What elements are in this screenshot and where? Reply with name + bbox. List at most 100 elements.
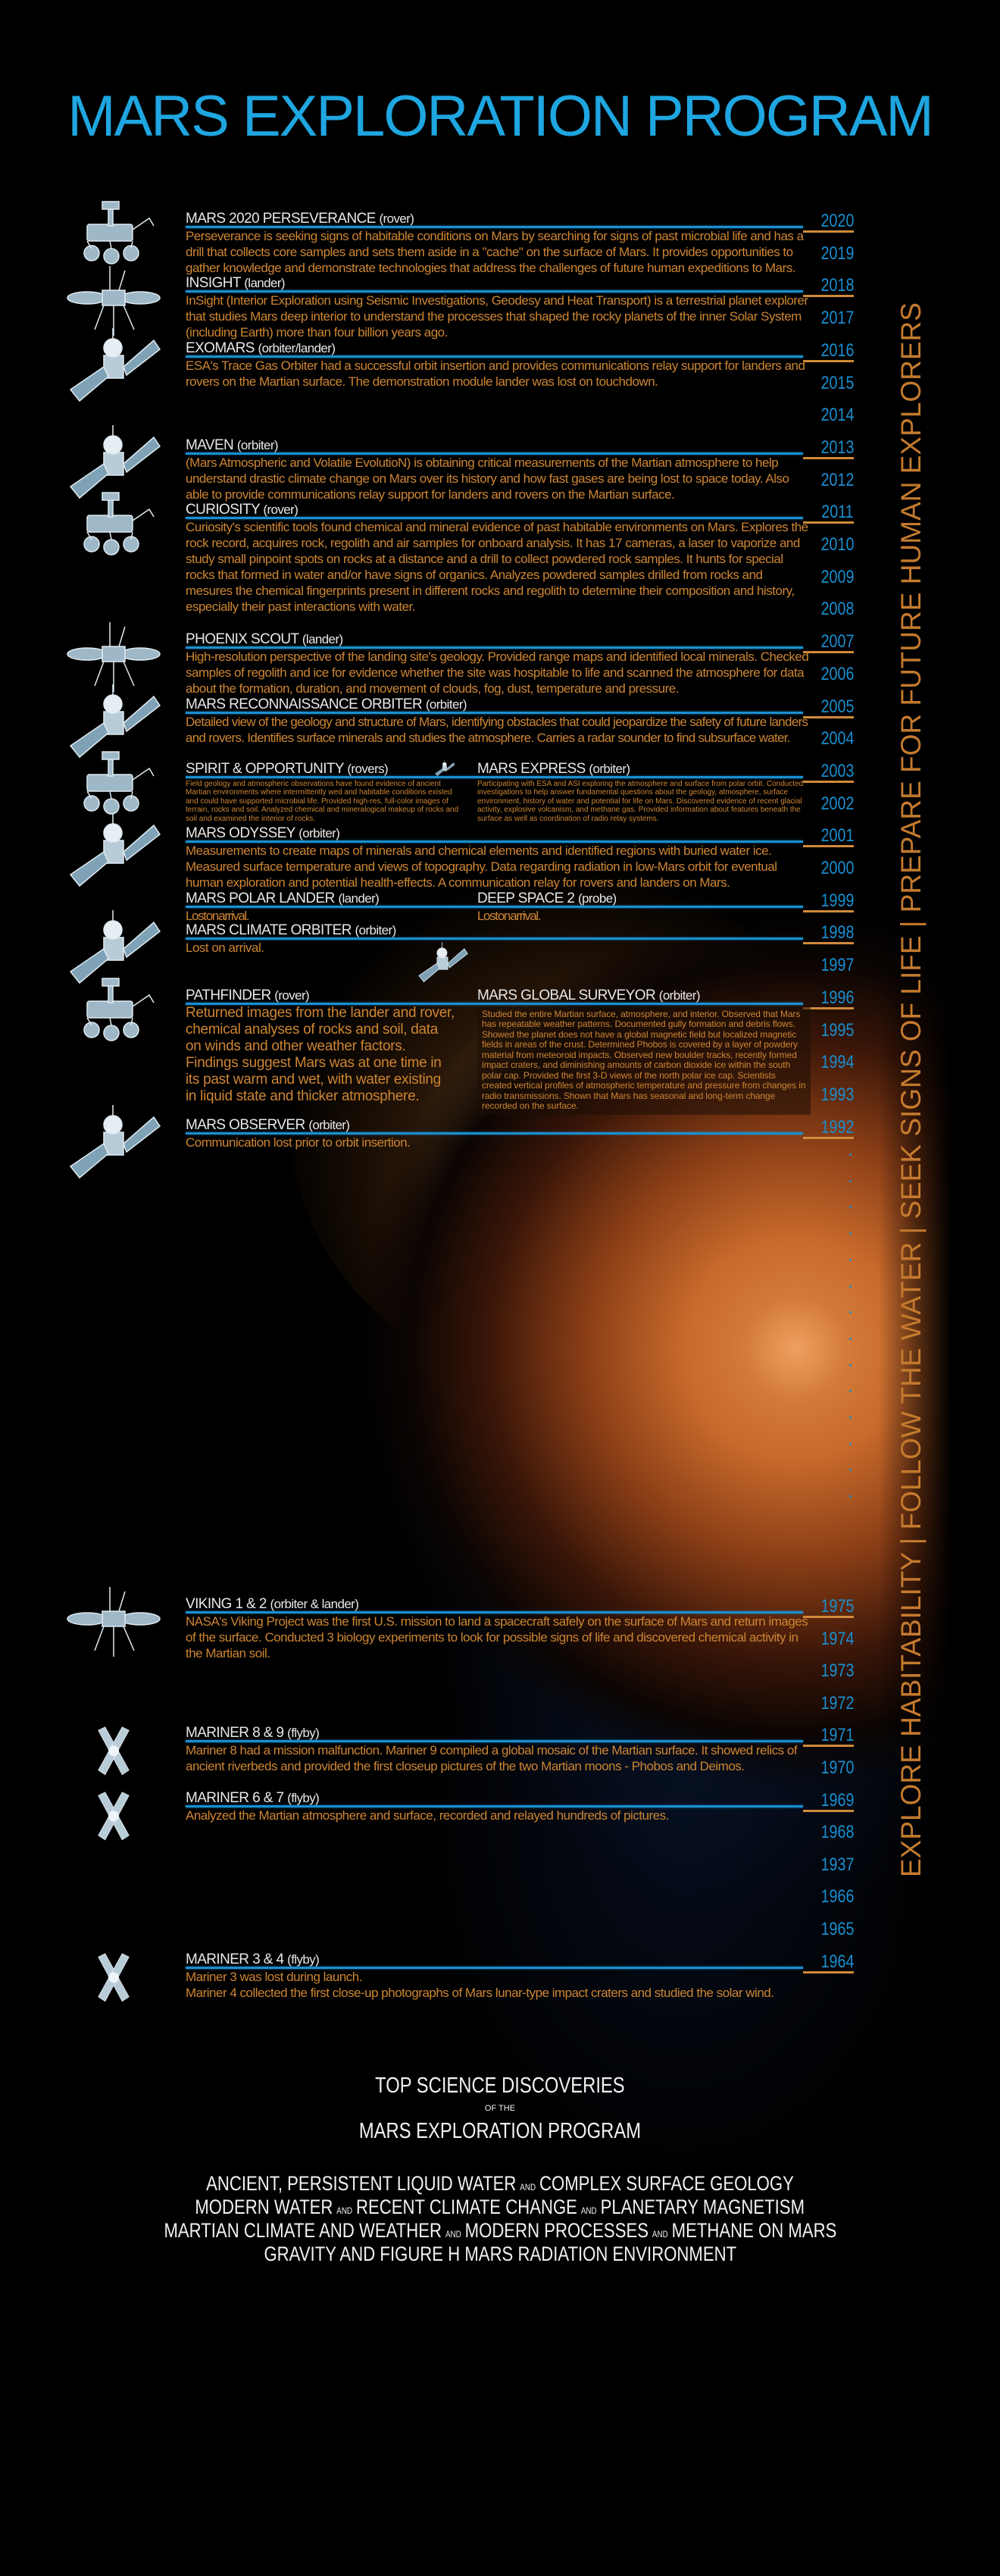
year-label: 2009 — [803, 568, 854, 587]
mission-description: Detailed view of the geology and structu… — [186, 714, 808, 745]
mission-entry: MARINER 6 & 7 (flyby)Analyzed the Martia… — [186, 1789, 811, 1823]
year-text: 1972 — [820, 1692, 854, 1714]
flyby-spacecraft-icon — [77, 1946, 151, 2009]
year-label: 2008 — [803, 600, 854, 618]
timeline-dot — [849, 1469, 852, 1472]
mission-heading: CURIOSITY (rover) — [186, 502, 811, 519]
mission-heading: DEEP SPACE 2 (probe) — [477, 891, 814, 908]
year-text: 1974 — [820, 1628, 854, 1649]
timeline-rule — [186, 1002, 803, 1005]
mission-name: INSIGHT — [186, 275, 241, 292]
mission-type: (orbiter & lander) — [270, 1597, 359, 1611]
mission-type: (lander) — [244, 276, 285, 291]
year-label: 2016 — [803, 340, 854, 362]
lander-spacecraft-icon — [64, 260, 163, 343]
year-text: 1994 — [820, 1052, 854, 1073]
year-label: 1995 — [803, 1021, 854, 1040]
year-label: 2002 — [803, 793, 854, 814]
mission-heading: PHOENIX SCOUT (lander) — [186, 631, 811, 649]
timeline-rule — [186, 1611, 803, 1614]
mission-heading: MARS CLIMATE ORBITER (orbiter) — [186, 923, 580, 940]
orbiter-spacecraft-icon — [64, 1102, 163, 1185]
mission-type: (orbiter) — [425, 696, 467, 712]
mission-description: Curiosity's scientific tools found chemi… — [186, 520, 808, 615]
year-label: 2018 — [803, 275, 854, 298]
year-label: 2004 — [803, 730, 854, 748]
year-text: 2011 — [821, 502, 854, 523]
year-label: 2001 — [803, 825, 854, 848]
mission-description: NASA's Viking Project was the first U.S.… — [186, 1614, 808, 1660]
discovery-line-text: GRAVITY AND FIGURE H MARS RADIATION ENVI… — [264, 2243, 736, 2265]
discoveries-program: MARS EXPLORATION PROGRAM — [0, 2119, 1000, 2143]
timeline-rule — [186, 290, 803, 293]
discoveries-title-text: TOP SCIENCE DISCOVERIES — [375, 2074, 625, 2098]
mission-description: Lost on arrival. — [186, 941, 264, 956]
year-text: 1965 — [820, 1919, 854, 1939]
year-label: 2005 — [803, 697, 854, 718]
mission-entry: EXOMARS (orbiter/lander)ESA's Trace Gas … — [186, 341, 811, 390]
mission-type: (flyby) — [287, 1726, 320, 1741]
year-text: 1975 — [820, 1596, 854, 1617]
year-text: 2009 — [820, 566, 854, 587]
mission-description: ESA's Trace Gas Orbiter had a successful… — [186, 358, 805, 389]
mission-name: CURIOSITY — [186, 502, 260, 518]
timeline-rule — [186, 840, 803, 844]
year-text: 1996 — [820, 987, 854, 1008]
mission-description: Field geology and atmospheric observatio… — [186, 779, 459, 823]
year-label: 2020 — [803, 212, 854, 233]
year-label: 1970 — [803, 1759, 854, 1777]
year-label: 2017 — [803, 309, 854, 327]
year-text: 2002 — [820, 793, 854, 814]
discoveries-program-text: MARS EXPLORATION PROGRAM — [358, 2119, 642, 2143]
mission-type: (orbiter) — [308, 1117, 350, 1132]
mission-heading: MARS EXPRESS (orbiter) — [477, 762, 814, 778]
timeline-dot — [849, 1285, 852, 1288]
mission-name: PHOENIX SCOUT — [186, 631, 299, 648]
timeline-rule — [186, 711, 803, 714]
discovery-item: MARTIAN CLIMATE AND WEATHER — [164, 2219, 442, 2242]
mission-name: MARS RECONNAISSANCE ORBITER — [186, 696, 423, 712]
mission-entry: INSIGHT (lander)InSight (Interior Explor… — [186, 275, 811, 340]
mission-heading: MARS RECONNAISSANCE ORBITER (orbiter) — [186, 696, 811, 714]
year-text: 1998 — [820, 922, 854, 944]
timeline-rule — [186, 355, 803, 358]
year-text: 1970 — [820, 1758, 854, 1778]
orbiter-spacecraft-icon — [415, 941, 470, 986]
year-text: 2001 — [820, 825, 854, 847]
mission-entry: MARS ODYSSEY (orbiter)Measurements to cr… — [186, 826, 811, 890]
year-text: 2018 — [820, 275, 854, 296]
discovery-conjunction: AND — [520, 2182, 536, 2193]
mission-type: (rover) — [274, 988, 310, 1003]
discovery-item: METHANE ON MARS — [671, 2219, 836, 2242]
rover-spacecraft-icon — [64, 196, 163, 279]
year-label: 2003 — [803, 762, 854, 783]
discovery-item: GRAVITY AND FIGURE H MARS RADIATION ENVI… — [264, 2243, 736, 2265]
year-text: 2006 — [820, 663, 854, 684]
year-text: 2000 — [820, 858, 854, 878]
year-text: 2007 — [820, 631, 854, 653]
mission-name: MARINER 6 & 7 — [186, 1789, 284, 1806]
discovery-conjunction: AND — [336, 2205, 353, 2216]
year-text: 2016 — [820, 340, 854, 361]
year-label: 1999 — [803, 891, 854, 912]
year-label: 2006 — [803, 665, 854, 684]
mission-heading: MARINER 6 & 7 (flyby) — [186, 1789, 811, 1808]
timeline-rule — [186, 937, 803, 941]
rover-spacecraft-icon — [64, 487, 163, 570]
timeline-dot — [849, 1495, 852, 1498]
year-text: 2012 — [820, 469, 854, 490]
orbiter-spacecraft-icon — [64, 810, 163, 894]
mission-entry: PHOENIX SCOUT (lander)High-resolution pe… — [186, 631, 811, 696]
year-label: 1972 — [803, 1692, 854, 1714]
timeline-dot — [849, 1442, 852, 1445]
year-text: 1968 — [820, 1822, 854, 1843]
timeline-rule — [186, 517, 803, 520]
mission-entry: MARS 2020 PERSEVERANCE (rover)Perseveran… — [186, 211, 811, 276]
year-text: 2010 — [820, 534, 854, 555]
mission-entry: PATHFINDER (rover)Returned images from t… — [186, 988, 455, 1105]
mission-name: MARS GLOBAL SURVEYOR — [477, 987, 656, 1003]
year-text: 2019 — [820, 243, 854, 264]
